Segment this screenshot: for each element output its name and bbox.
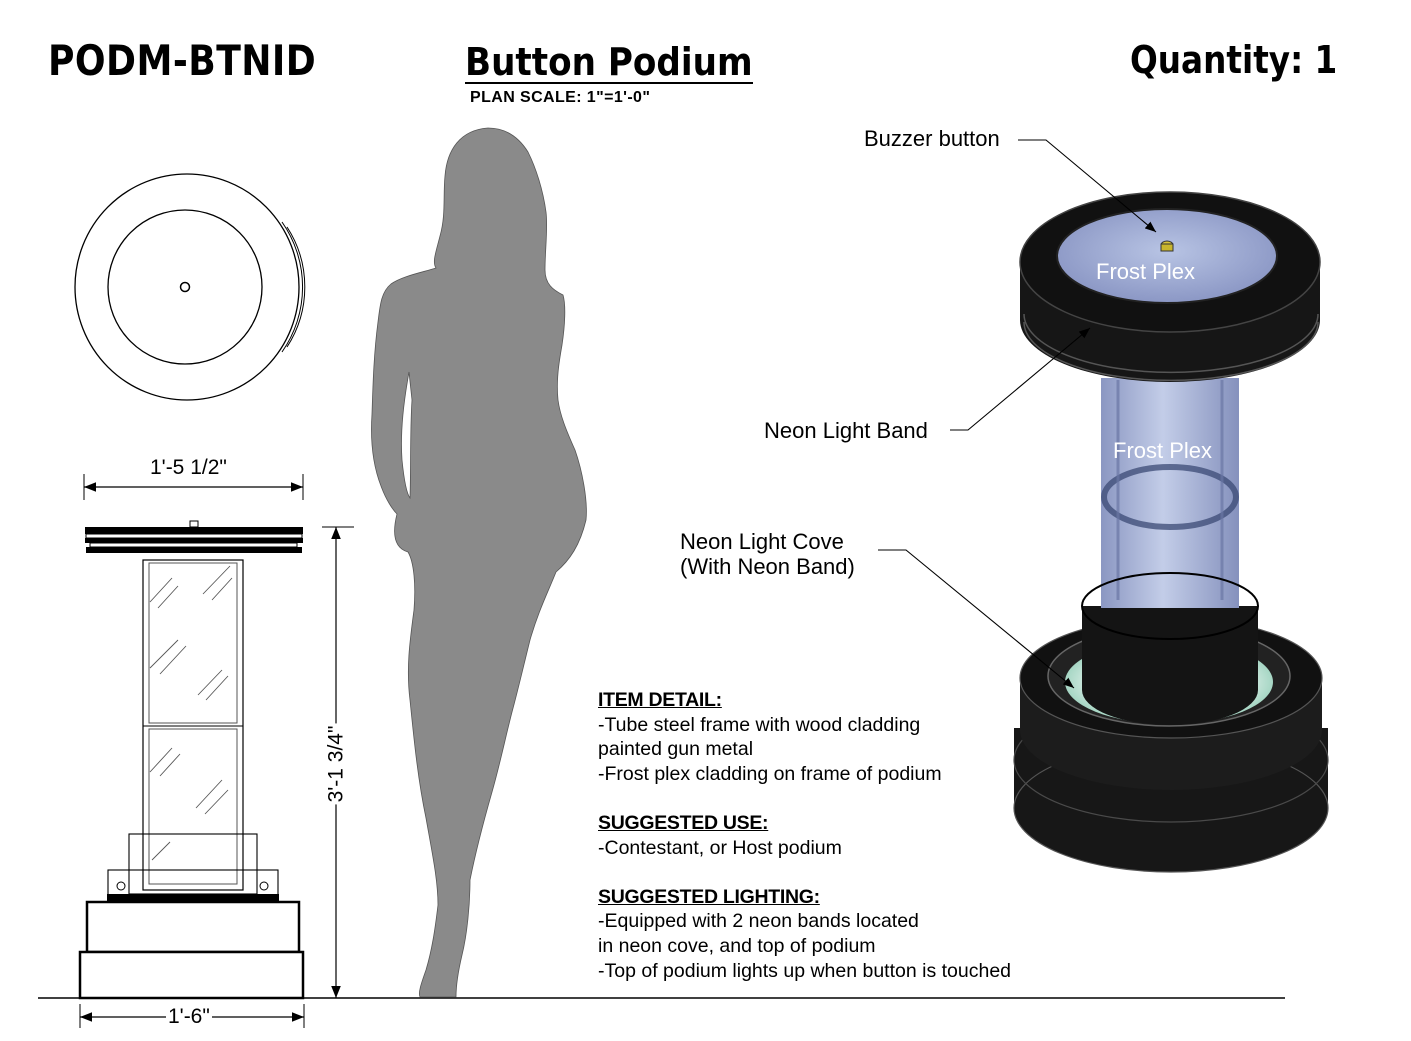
frost-plex-top-glass bbox=[1056, 208, 1278, 304]
label-frost-plex-top: Frost Plex bbox=[1096, 259, 1196, 284]
product-code: PODM-BTNID bbox=[48, 36, 317, 85]
item-detail-heading: ITEM DETAIL: bbox=[598, 689, 722, 711]
callout-neon-light-cove-sub: (With Neon Band) bbox=[680, 554, 855, 579]
callout-neon-light-band: Neon Light Band bbox=[764, 418, 928, 443]
leader-buzzer bbox=[1018, 139, 1157, 233]
buzzer-button-plan bbox=[179, 281, 191, 293]
callout-neon-light-cove: Neon Light Cove bbox=[680, 529, 844, 554]
elevation-view bbox=[78, 520, 305, 1000]
dim-top-width-label: 1'-5 1/2" bbox=[148, 456, 229, 480]
item-detail-line: painted gun metal bbox=[598, 738, 754, 761]
suggested-lighting-line: -Top of podium lights up when button is … bbox=[598, 959, 1012, 982]
suggested-use-line: -Contestant, or Host podium bbox=[598, 836, 842, 859]
item-detail-line: -Tube steel frame with wood cladding bbox=[598, 713, 921, 736]
human-silhouette bbox=[371, 127, 587, 998]
podium-render bbox=[1013, 191, 1329, 873]
notes-block: ITEM DETAIL: -Tube steel frame with wood… bbox=[598, 688, 1011, 983]
leader-neon-cove bbox=[878, 549, 1075, 689]
leader-neon-band bbox=[950, 327, 1091, 431]
dim-base-width-label: 1'-6" bbox=[166, 1005, 212, 1029]
suggested-use-heading: SUGGESTED USE: bbox=[598, 811, 769, 834]
plan-view bbox=[74, 173, 306, 401]
callout-buzzer-button: Buzzer button bbox=[864, 126, 1000, 151]
label-frost-plex-tube: Frost Plex bbox=[1113, 438, 1213, 463]
item-detail-line: -Frost plex cladding on frame of podium bbox=[598, 762, 942, 785]
dim-height-label: 3'-1 3/4" bbox=[324, 723, 349, 805]
page-title: Button Podium bbox=[465, 40, 753, 84]
suggested-lighting-line: in neon cove, and top of podium bbox=[598, 934, 876, 957]
quantity-label: Quantity: 1 bbox=[1130, 38, 1338, 82]
suggested-lighting-line: -Equipped with 2 neon bands located bbox=[598, 910, 919, 933]
suggested-lighting-heading: SUGGESTED LIGHTING: bbox=[598, 885, 820, 908]
scale-note: PLAN SCALE: 1"=1'-0" bbox=[470, 89, 651, 106]
